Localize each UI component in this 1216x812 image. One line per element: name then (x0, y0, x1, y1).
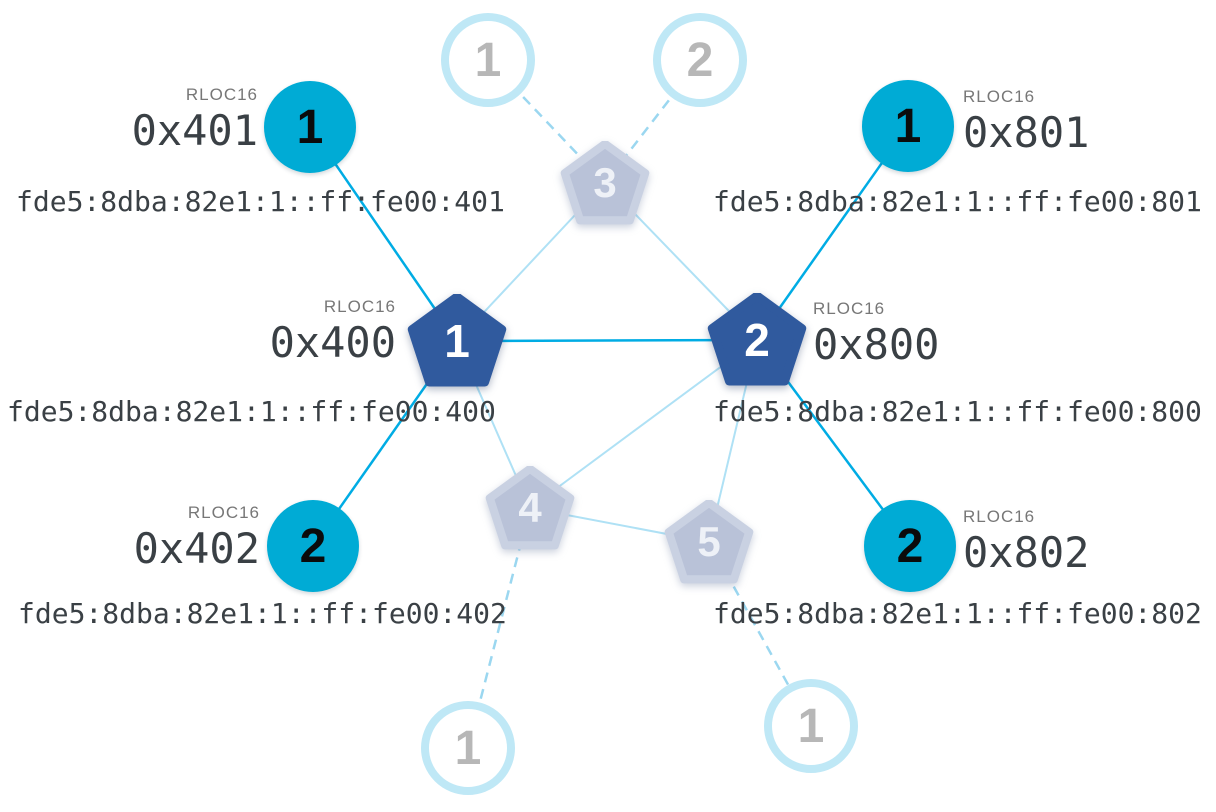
node-ghost-top-2[interactable]: 2 (653, 13, 747, 107)
node-number: 1 (454, 721, 482, 775)
node-child-401[interactable]: 1 (264, 81, 356, 173)
ipv6-child801: fde5:8dba:82e1:1::ff:fe00:801 (713, 185, 1202, 218)
rloc16-heading: RLOC16 (813, 299, 886, 318)
node-number: 1 (894, 99, 922, 153)
pentagon-icon (485, 466, 575, 550)
pentagon-icon (707, 293, 807, 386)
node-number: 2 (744, 313, 770, 366)
node-ghost-top-1[interactable]: 1 (441, 13, 535, 107)
label-rloc-child401: RLOC16 0x401 (132, 86, 258, 152)
label-rloc-child801: RLOC16 0x801 (963, 88, 1089, 154)
node-number: 1 (797, 699, 825, 753)
node-number: 2 (299, 519, 327, 573)
rloc16-value: 0x402 (133, 524, 260, 573)
ipv6-router2: fde5:8dba:82e1:1::ff:fe00:800 (713, 395, 1202, 428)
node-child-801[interactable]: 1 (862, 80, 954, 172)
pentagon-icon (664, 500, 754, 584)
node-number: 2 (686, 33, 714, 87)
ipv6-child402: fde5:8dba:82e1:1::ff:fe00:402 (18, 597, 507, 630)
rloc16-value: 0x802 (963, 528, 1090, 577)
node-number: 2 (896, 519, 924, 573)
rloc16-value: 0x401 (131, 106, 258, 155)
node-router-1[interactable]: 1 (407, 294, 507, 387)
rloc16-value: 0x801 (963, 108, 1090, 157)
node-number: 4 (518, 484, 542, 531)
rloc16-value: 0x800 (813, 320, 940, 369)
node-number: 1 (474, 33, 502, 87)
node-number: 1 (444, 314, 470, 367)
rloc16-heading: RLOC16 (187, 503, 260, 522)
rloc16-heading: RLOC16 (963, 507, 1036, 526)
node-ghost-bottom-left[interactable]: 1 (421, 701, 515, 795)
node-router-5[interactable]: 5 (664, 500, 754, 584)
label-rloc-router2: RLOC16 0x800 (813, 300, 939, 366)
node-number: 1 (296, 100, 324, 154)
node-number: 5 (697, 518, 721, 565)
node-child-402[interactable]: 2 (267, 500, 359, 592)
node-ghost-bottom-right[interactable]: 1 (764, 679, 858, 773)
node-router-4[interactable]: 4 (485, 466, 575, 550)
ipv6-router1: fde5:8dba:82e1:1::ff:fe00:400 (7, 395, 496, 428)
node-child-802[interactable]: 2 (864, 500, 956, 592)
node-router-2[interactable]: 2 (707, 293, 807, 386)
label-rloc-child802: RLOC16 0x802 (963, 508, 1089, 574)
ipv6-child401: fde5:8dba:82e1:1::ff:fe00:401 (16, 185, 505, 218)
ipv6-child802: fde5:8dba:82e1:1::ff:fe00:802 (713, 597, 1202, 630)
link-router1-router2 (456, 338, 758, 343)
pentagon-icon (407, 294, 507, 387)
label-rloc-child402: RLOC16 0x402 (134, 504, 260, 570)
label-rloc-router1: RLOC16 0x400 (270, 298, 396, 364)
rloc16-value: 0x400 (269, 318, 396, 367)
link-router2-router4 (529, 339, 758, 509)
rloc16-heading: RLOC16 (323, 297, 396, 316)
rloc16-heading: RLOC16 (963, 87, 1036, 106)
node-router-3[interactable]: 3 (560, 141, 650, 225)
node-number: 3 (593, 159, 617, 206)
rloc16-heading: RLOC16 (185, 85, 258, 104)
pentagon-icon (560, 141, 650, 225)
